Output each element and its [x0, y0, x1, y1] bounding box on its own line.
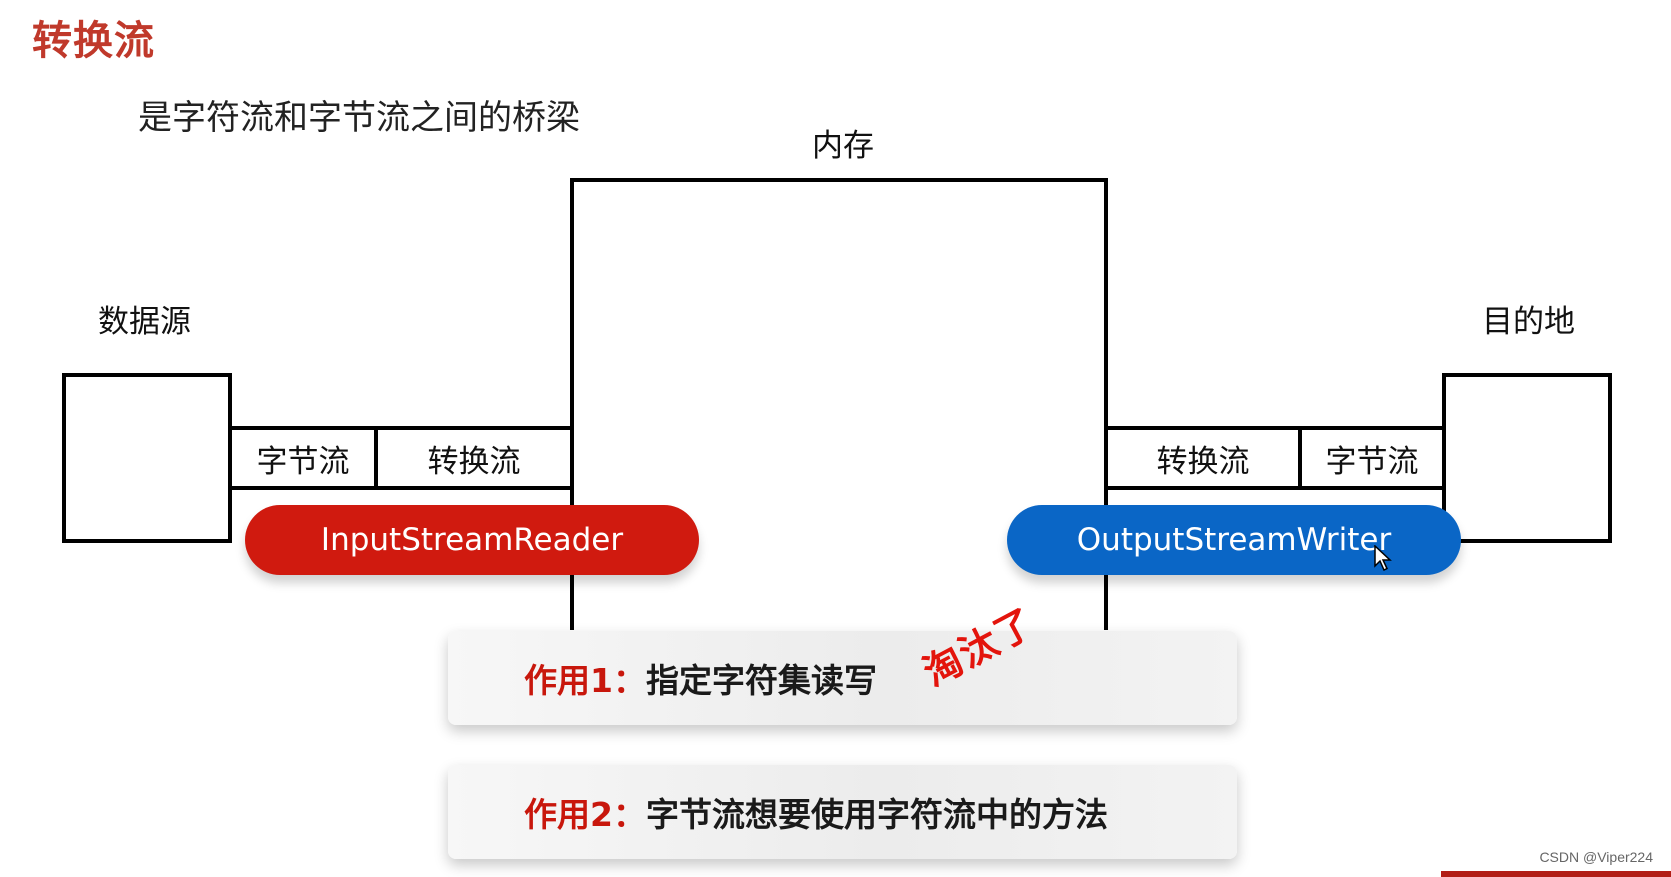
output-stream-writer-text: OutputStreamWriter: [1076, 522, 1392, 558]
usage-card-2: 作用2： 字节流想要使用字符流中的方法: [448, 765, 1237, 859]
left-convert-stream-cell: 转换流: [374, 426, 574, 490]
usage-1-text: 指定字符集读写: [645, 661, 877, 700]
usage-2-label: 作用2：: [524, 795, 646, 834]
memory-left-line: [570, 178, 574, 630]
page-subtitle: 是字符流和字节流之间的桥梁: [138, 98, 580, 138]
output-stream-writer-pill: OutputStreamWriter: [1007, 505, 1461, 575]
right-byte-stream-text: 字节流: [1325, 443, 1419, 480]
destination-box: [1442, 373, 1612, 543]
memory-right-line: [1104, 178, 1108, 630]
left-convert-stream-text: 转换流: [427, 443, 521, 480]
source-label: 数据源: [98, 304, 191, 340]
input-stream-reader-text: InputStreamReader: [320, 522, 624, 558]
page-title: 转换流: [32, 18, 155, 64]
corner-decoration: [1441, 871, 1671, 877]
watermark: CSDN @Viper224: [1539, 849, 1653, 865]
destination-label: 目的地: [1482, 304, 1575, 340]
input-stream-reader-pill: InputStreamReader: [245, 505, 699, 575]
left-byte-stream-text: 字节流: [256, 443, 350, 480]
source-box: [62, 373, 232, 543]
left-byte-stream-cell: 字节流: [228, 426, 378, 490]
usage-1-label: 作用1：: [524, 661, 646, 700]
right-convert-stream-text: 转换流: [1156, 443, 1250, 480]
usage-card-1: 作用1： 指定字符集读写: [448, 631, 1237, 725]
right-convert-stream-cell: 转换流: [1104, 426, 1302, 490]
usage-2-text: 字节流想要使用字符流中的方法: [645, 795, 1108, 834]
right-byte-stream-cell: 字节流: [1298, 426, 1446, 490]
memory-label: 内存: [812, 128, 874, 164]
memory-top-line: [570, 178, 1108, 182]
mouse-cursor-icon: [1374, 545, 1392, 571]
